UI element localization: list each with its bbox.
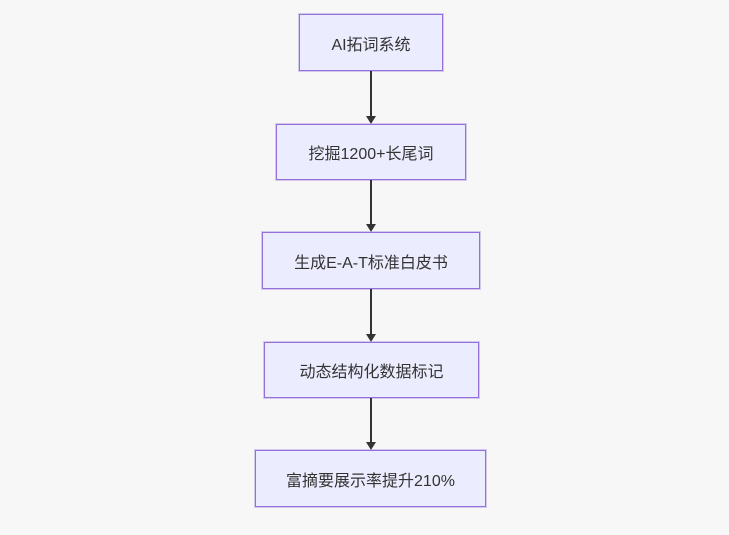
flow-arrow-2: [366, 180, 376, 232]
flow-arrow-3: [366, 289, 376, 342]
flowchart-node-ai-keyword-system: AI拓词系统: [299, 14, 443, 71]
arrow-head-icon: [366, 224, 376, 232]
arrow-line: [370, 180, 372, 224]
arrow-line: [370, 289, 372, 334]
flowchart-node-structured-data-markup: 动态结构化数据标记: [264, 342, 479, 398]
arrow-head-icon: [366, 442, 376, 450]
arrow-line: [370, 398, 372, 442]
flowchart-node-eat-whitepaper: 生成E-A-T标准白皮书: [262, 232, 480, 289]
arrow-head-icon: [366, 334, 376, 342]
arrow-head-icon: [366, 116, 376, 124]
arrow-line: [370, 71, 372, 116]
flowchart-node-rich-snippet-result: 富摘要展示率提升210%: [255, 450, 486, 507]
flow-arrow-1: [366, 71, 376, 124]
flow-arrow-4: [366, 398, 376, 450]
flowchart-node-longtail-mining: 挖掘1200+长尾词: [276, 124, 466, 180]
